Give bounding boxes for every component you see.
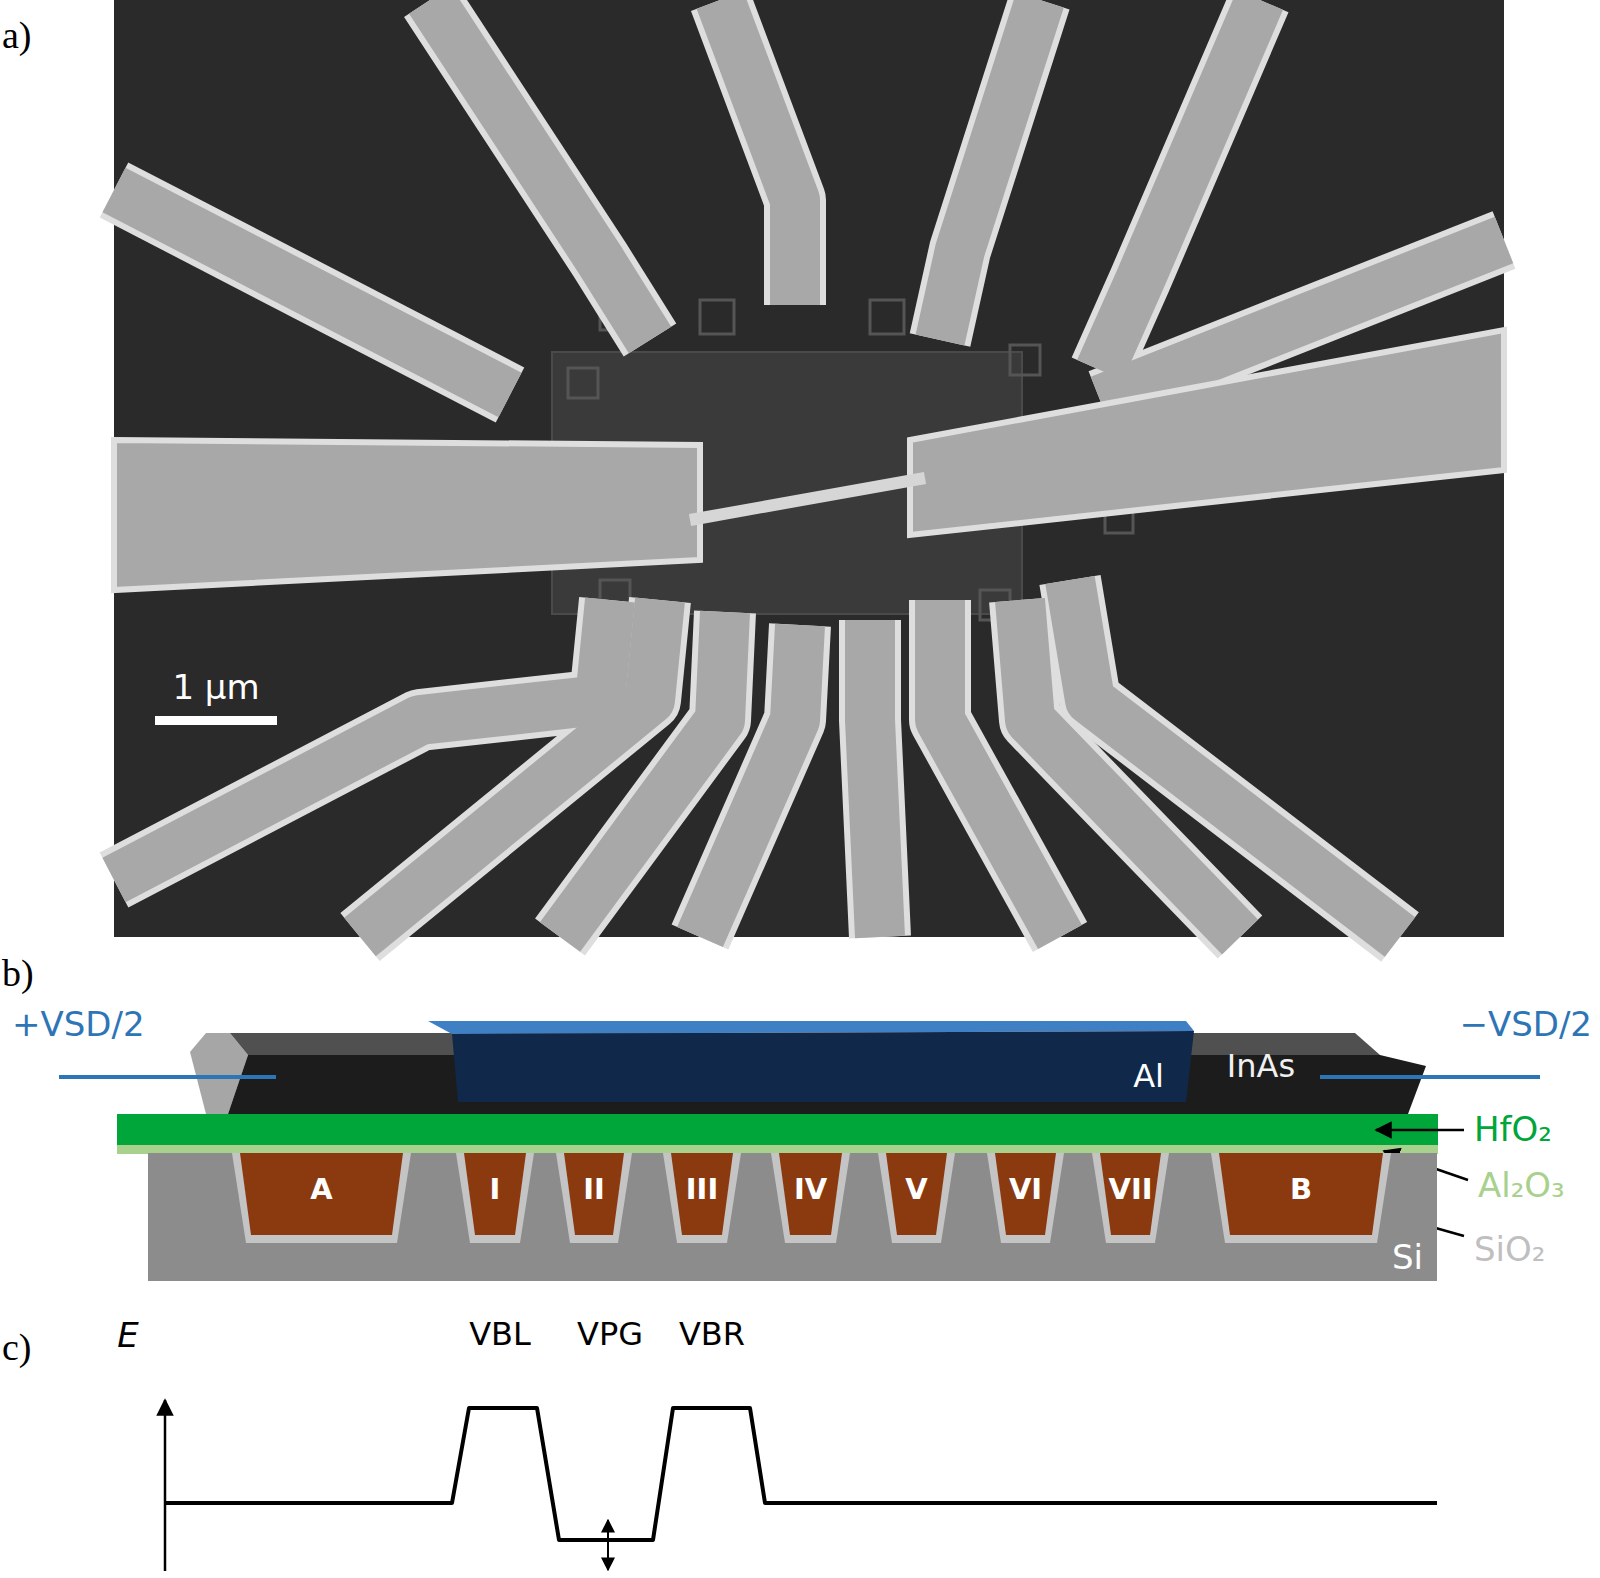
gate-metal	[240, 1153, 403, 1235]
energy-axis	[164, 1400, 167, 1571]
material-label: Al	[1133, 1058, 1164, 1095]
gate-electrode: VI	[987, 1153, 1064, 1243]
gate-lead	[1100, 0, 1260, 370]
scale-label: 1 µm	[172, 668, 259, 707]
bias-label: +VSD/2	[12, 1005, 145, 1044]
gate-metal	[564, 1153, 624, 1235]
gate-lead	[870, 620, 880, 937]
gate-metal	[671, 1153, 733, 1235]
nanowire-box: InAs	[1196, 1040, 1326, 1092]
gate-metal	[1219, 1153, 1383, 1235]
gate-electrode: II	[556, 1153, 632, 1243]
hfo2-layer	[117, 1114, 1438, 1145]
oxide-liner	[1211, 1153, 1391, 1243]
gate-electrode: VII	[1092, 1153, 1169, 1243]
bias-label: −VSD/2	[1459, 1005, 1592, 1044]
gate-label: VI	[1009, 1173, 1042, 1206]
panel-letter: b)	[2, 952, 34, 996]
potential-profile	[165, 1408, 1437, 1540]
electrode-faces	[114, 0, 1504, 937]
layer-label: HfO₂	[1474, 1110, 1552, 1149]
gate-metal	[886, 1153, 947, 1235]
gate-lead	[700, 625, 800, 937]
drain-contact	[910, 330, 1504, 535]
gate-voltage-label: VPG	[577, 1316, 643, 1353]
gate-lead	[114, 600, 610, 880]
oxide-liner	[878, 1153, 955, 1243]
oxide-liner	[456, 1153, 534, 1243]
oxide-liner	[987, 1153, 1064, 1243]
gate-lead	[940, 0, 1040, 340]
gate-voltage-label: VBR	[679, 1316, 745, 1353]
gate-label: A	[310, 1173, 332, 1206]
gate-lead	[430, 0, 650, 340]
gate-electrode: B	[1211, 1153, 1391, 1243]
oxide-liner	[1092, 1153, 1169, 1243]
source-contact	[114, 440, 700, 590]
scale-bar	[155, 716, 277, 725]
gate-lead	[870, 620, 880, 937]
gate-label: B	[1290, 1173, 1312, 1206]
source-wire	[59, 1075, 276, 1079]
plunger-arrow	[607, 1520, 609, 1570]
gate-electrode: IV	[771, 1153, 850, 1243]
leader-arrow	[1376, 1129, 1464, 1132]
panel-letter: c)	[2, 1326, 32, 1370]
gate-voltage-label: VBL	[469, 1316, 531, 1353]
drain-wire	[1320, 1075, 1540, 1079]
gate-label: V	[905, 1173, 927, 1206]
gate-lead	[720, 0, 795, 305]
gate-lead	[940, 0, 1040, 340]
aluminium-box: Al	[1040, 1050, 1164, 1102]
gate-metal	[995, 1153, 1056, 1235]
gate-label: IV	[794, 1173, 827, 1206]
sem-image	[114, 0, 1504, 937]
layer-label: Al₂O₃	[1478, 1166, 1565, 1205]
gate-lead	[720, 0, 795, 305]
gate-metal	[464, 1153, 526, 1235]
gate-lead	[1070, 580, 1400, 937]
gate-lead	[114, 600, 610, 880]
gate-label: I	[490, 1173, 501, 1206]
gate-electrode: III	[663, 1153, 741, 1243]
oxide-liner	[771, 1153, 850, 1243]
energy-diagram	[165, 1400, 1437, 1571]
alignment-square	[870, 300, 904, 334]
gate-label: III	[686, 1173, 718, 1206]
gate-lead	[114, 190, 510, 395]
nanowire	[690, 478, 925, 520]
electrode-edges	[114, 0, 1504, 937]
axis-label: E	[117, 1316, 138, 1355]
cross-section	[59, 1021, 1540, 1236]
gate-metal	[1100, 1153, 1161, 1235]
gate-electrode: I	[456, 1153, 534, 1243]
layer-label: SiO₂	[1474, 1230, 1545, 1269]
gate-label: II	[583, 1173, 605, 1206]
gate-label: VII	[1108, 1173, 1152, 1206]
gate-electrode: V	[878, 1153, 955, 1243]
oxide-liner	[556, 1153, 632, 1243]
material-label: InAs	[1227, 1048, 1295, 1085]
oxide-liner	[663, 1153, 741, 1243]
silicon-substrate: SiAIIIIIIIVVVIVIIB	[148, 1153, 1437, 1281]
gate-lead	[430, 0, 650, 340]
oxide-liner	[232, 1153, 411, 1243]
gate-electrode: A	[232, 1153, 411, 1243]
alignment-square	[700, 300, 734, 334]
gate-metal	[779, 1153, 842, 1235]
gate-lead	[1070, 580, 1400, 937]
sem-background	[114, 0, 1504, 937]
alignment-square	[568, 368, 598, 398]
aluminium-front-facet	[452, 1031, 1194, 1102]
panel-letter: a)	[2, 14, 32, 58]
material-label: Si	[1392, 1238, 1423, 1277]
alignment-square	[1010, 345, 1040, 375]
gate-lead	[114, 190, 510, 395]
